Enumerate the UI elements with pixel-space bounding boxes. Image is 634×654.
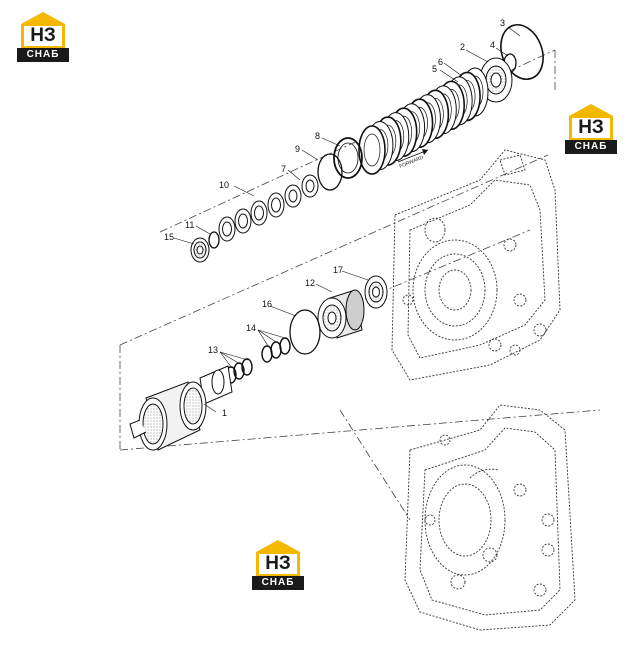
logo-mark: НЗ bbox=[30, 25, 56, 46]
nz-snab-logo: НЗ СНАБ bbox=[250, 540, 306, 596]
callout-labels: 1 2 3 4 5 6 7 8 9 10 11 12 13 14 15 16 1… bbox=[164, 18, 505, 418]
callout-1: 1 bbox=[222, 408, 227, 418]
logo-word: СНАБ bbox=[26, 49, 60, 60]
clutch-disc bbox=[358, 125, 386, 175]
callout-15: 15 bbox=[164, 232, 174, 242]
nz-snab-logo: НЗ СНАБ bbox=[15, 12, 71, 68]
part-11-ring bbox=[208, 231, 220, 249]
callout-7: 7 bbox=[281, 164, 286, 174]
leader-lines bbox=[173, 26, 521, 413]
callout-11: 11 bbox=[185, 220, 194, 230]
logo-badge-icon bbox=[565, 104, 617, 154]
callout-10: 10 bbox=[219, 180, 229, 190]
callout-4: 4 bbox=[490, 40, 495, 50]
callout-3: 3 bbox=[500, 18, 505, 28]
part-3-snap-ring bbox=[500, 24, 544, 80]
part-16-o-ring bbox=[289, 309, 321, 355]
part-15-bearing bbox=[190, 237, 210, 263]
callout-5: 5 bbox=[432, 64, 437, 74]
transmission-housing-lower bbox=[404, 404, 576, 631]
transmission-housing-upper bbox=[391, 149, 561, 381]
logo-word: СНАБ bbox=[261, 577, 295, 588]
callout-9: 9 bbox=[295, 144, 300, 154]
logo-badge-icon bbox=[17, 12, 69, 62]
part-12-hub bbox=[317, 289, 365, 339]
callout-13: 13 bbox=[208, 345, 218, 355]
logo-word: СНАБ bbox=[574, 141, 608, 152]
part-9-snap-ring bbox=[317, 153, 343, 191]
callout-16: 16 bbox=[262, 299, 272, 309]
part-1-shaft-gear bbox=[129, 365, 233, 451]
callout-17: 17 bbox=[333, 265, 343, 275]
part-2-end-plate bbox=[479, 57, 513, 103]
clutch-disc-bore bbox=[363, 133, 381, 167]
part-10-thrust-washers bbox=[218, 192, 285, 242]
callout-8: 8 bbox=[315, 131, 320, 141]
callout-14: 14 bbox=[246, 323, 256, 333]
callout-12: 12 bbox=[305, 278, 315, 288]
logo-badge-icon bbox=[252, 540, 304, 590]
part-7-washers bbox=[284, 174, 319, 208]
clutch-disc-pack bbox=[358, 67, 489, 175]
callout-6: 6 bbox=[438, 57, 443, 67]
callout-2: 2 bbox=[460, 42, 465, 52]
part-17-bearing bbox=[364, 275, 388, 309]
nz-snab-logo: НЗ СНАБ bbox=[563, 104, 619, 160]
dash-dot-frame bbox=[119, 49, 601, 521]
logo-mark: НЗ bbox=[578, 117, 604, 138]
logo-mark: НЗ bbox=[265, 553, 291, 574]
part-14-seal-rings bbox=[261, 337, 291, 363]
